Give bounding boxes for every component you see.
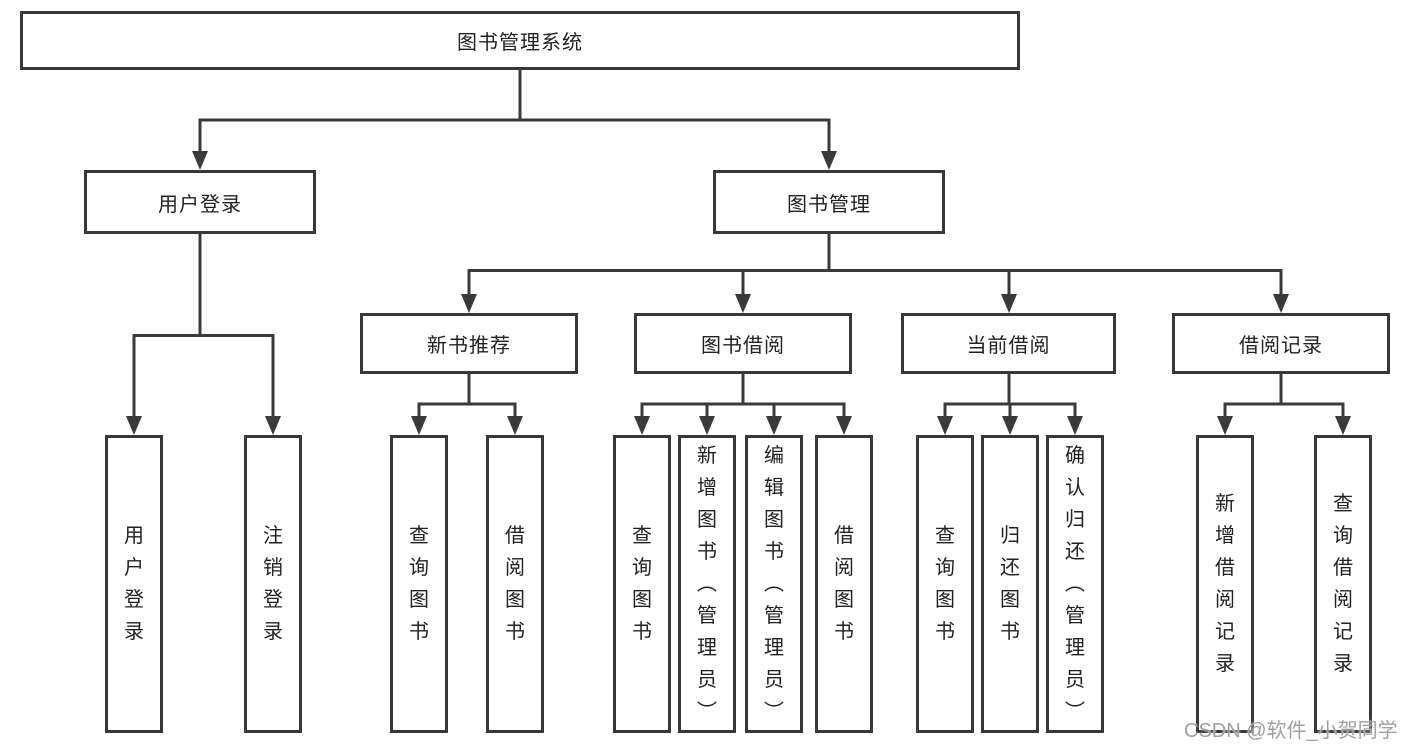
connector-user-login-fan [126,234,281,435]
node-root: 图书管理系统 [20,11,1020,70]
node-book-borrow: 图书借阅 [634,313,852,374]
leaf-user-login-label: 用 户 登 录 [124,525,144,643]
leaf-logout-login: 注 销 登 录 [244,435,302,733]
connector-new-book-recommend-fan [411,374,523,435]
connector-root-to-level2 [192,70,837,170]
leaf-borrow-add-books-admin-label: 新 增 图 书 ︵ 管 理 员 ︶ [697,445,717,723]
node-user-login: 用户登录 [84,170,316,234]
node-new-book-recommend: 新书推荐 [360,313,578,374]
node-current-borrow: 当前借阅 [901,313,1116,374]
node-book-borrow-label: 图书借阅 [701,335,785,357]
node-new-book-recommend-label: 新书推荐 [427,335,511,357]
leaf-current-confirm-return-admin-label: 确 认 归 还 ︵ 管 理 员 ︶ [1065,445,1085,723]
leaf-newbook-borrow-books: 借 阅 图 书 [486,435,544,733]
leaf-records-query-record-label: 查 询 借 阅 记 录 [1333,493,1353,675]
leaf-records-add-record-label: 新 增 借 阅 记 录 [1215,493,1235,675]
connector-borrow-records-fan [1217,374,1351,435]
connector-book-borrow-fan [634,374,852,435]
leaf-borrow-borrow-books: 借 阅 图 书 [815,435,873,733]
leaf-records-add-record: 新 增 借 阅 记 录 [1196,435,1254,733]
node-book-management: 图书管理 [713,170,945,234]
leaf-borrow-edit-books-admin-label: 编 辑 图 书 ︵ 管 理 员 ︶ [764,445,784,723]
leaf-newbook-query-books: 查 询 图 书 [390,435,448,733]
leaf-current-confirm-return-admin: 确 认 归 还 ︵ 管 理 员 ︶ [1046,435,1104,733]
leaf-borrow-query-books-label: 查 询 图 书 [632,525,652,643]
leaf-records-query-record: 查 询 借 阅 记 录 [1314,435,1372,733]
connector-book-management-fan [461,234,1289,313]
leaf-current-query-books-label: 查 询 图 书 [935,525,955,643]
node-current-borrow-label: 当前借阅 [966,335,1051,357]
leaf-user-login: 用 户 登 录 [105,435,163,733]
leaf-borrow-add-books-admin: 新 增 图 书 ︵ 管 理 员 ︶ [678,435,736,733]
leaf-newbook-borrow-books-label: 借 阅 图 书 [505,525,525,643]
leaf-newbook-query-books-label: 查 询 图 书 [409,525,429,643]
leaf-current-return-books: 归 还 图 书 [981,435,1039,733]
node-book-management-label: 图书管理 [787,193,871,216]
leaf-current-return-books-label: 归 还 图 书 [1000,525,1020,643]
node-borrow-records: 借阅记录 [1172,313,1390,374]
leaf-borrow-edit-books-admin: 编 辑 图 书 ︵ 管 理 员 ︶ [745,435,803,733]
node-user-login-label: 用户登录 [158,193,242,216]
leaf-current-query-books: 查 询 图 书 [916,435,974,733]
connector-current-borrow-fan [937,374,1083,435]
node-borrow-records-label: 借阅记录 [1239,335,1323,357]
leaf-borrow-borrow-books-label: 借 阅 图 书 [834,525,854,643]
csdn-watermark: CSDN @软件_小贺同学 [1184,720,1398,742]
node-root-label: 图书管理系统 [457,32,583,54]
leaf-borrow-query-books: 查 询 图 书 [613,435,671,733]
leaf-logout-login-label: 注 销 登 录 [263,525,283,643]
